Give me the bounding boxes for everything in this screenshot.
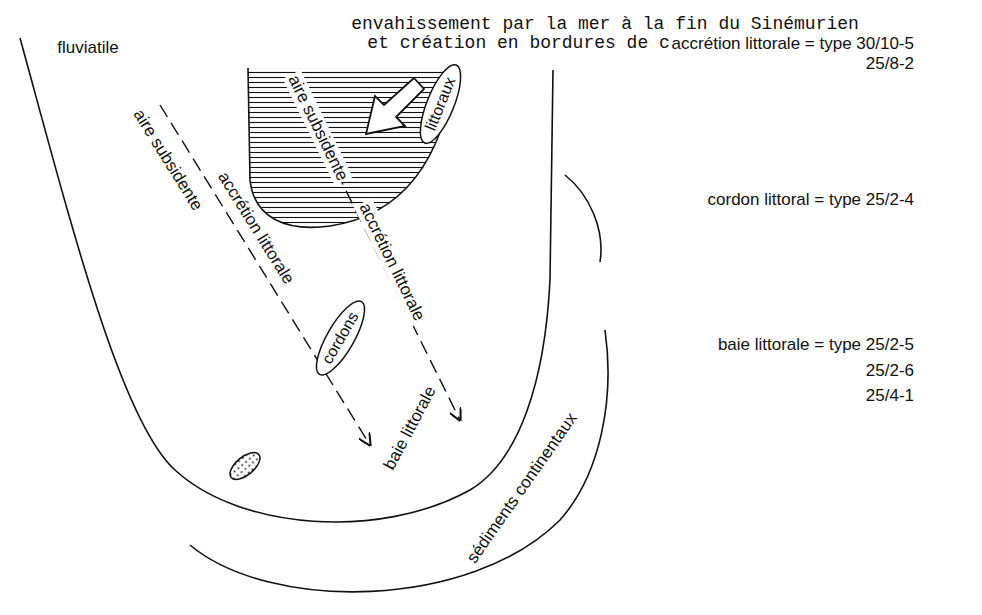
type-note: 25/8-2 [864, 54, 916, 74]
ellipse-shape [307, 295, 372, 381]
area-name: aire subsidente [128, 104, 208, 216]
ellipse-shape [412, 60, 469, 148]
type-note: 25/4-1 [864, 386, 916, 406]
shore-arc [565, 175, 601, 262]
sand-bar-ellipse: cordons [305, 293, 374, 383]
area-name: sédiments continentaux [462, 408, 583, 569]
continental-boundary [190, 330, 608, 592]
marine-area-outline [248, 68, 455, 227]
type-note: accrétion littorale = type 30/10-5 [670, 34, 916, 54]
invasion-arrow [366, 78, 424, 134]
region-name: fluviatile [55, 38, 120, 58]
type-note: baie littorale = type 25/2-5 [716, 335, 916, 355]
area-name: baie littorale [379, 381, 441, 475]
marine-area [248, 68, 455, 227]
littoral-bar [225, 448, 264, 485]
type-note: 25/2-6 [864, 361, 916, 381]
basin-boundary [20, 38, 553, 522]
type-note: cordon littoral = type 25/2-4 [706, 190, 916, 210]
area-name: accrétion littorale [354, 198, 430, 326]
